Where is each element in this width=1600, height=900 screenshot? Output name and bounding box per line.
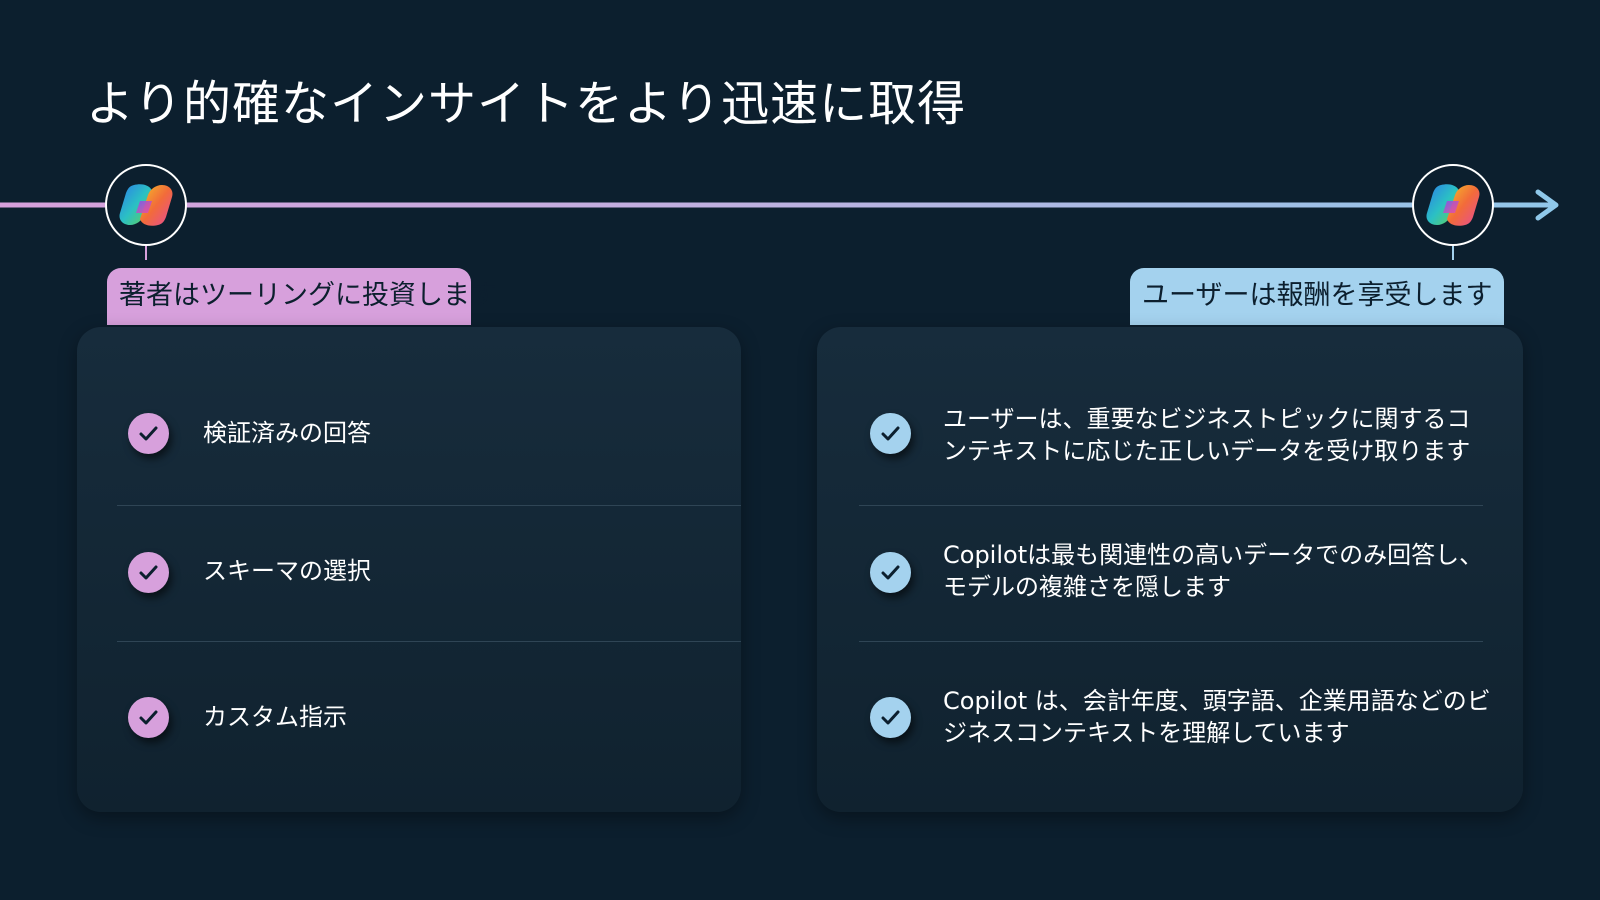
list-item: ユーザーは、重要なビジネストピックに関するコンテキストに応じた正しいデータを受け… [943,405,1471,465]
list-item: 検証済みの回答 [203,419,371,447]
list-item: スキーマの選択 [203,557,371,585]
copilot-logo-icon [105,164,187,246]
users-card: ユーザーは、重要なビジネストピックに関するコンテキストに応じた正しいデータを受け… [817,327,1523,812]
arrow-right-icon [1535,189,1559,221]
checkmark-icon [870,697,911,738]
checkmark-icon [128,697,169,738]
checkmark-icon [870,552,911,593]
checkmark-icon [128,552,169,593]
list-item: カスタム指示 [203,703,347,731]
list-item: Copilotは最も関連性の高いデータでのみ回答し、モデルの複雑さを隠します [943,541,1484,601]
slide-title: より的確なインサイトをより迅速に取得 [86,76,967,132]
users-badge: ユーザーは報酬を享受します [1130,268,1504,325]
copilot-logo-icon [1412,164,1494,246]
checkmark-icon [128,413,169,454]
authors-card: 検証済みの回答 スキーマの選択 カスタム指示 [77,327,741,812]
authors-badge: 著者はツーリングに投資します [107,268,497,325]
divider [859,505,1483,506]
checkmark-icon [870,413,911,454]
timeline [0,164,1559,260]
list-item: Copilot は、会計年度、頭字語、企業用語などのビジネスコンテキストを理解し… [943,687,1491,747]
divider [859,641,1483,642]
divider [117,641,741,642]
divider [117,505,741,506]
